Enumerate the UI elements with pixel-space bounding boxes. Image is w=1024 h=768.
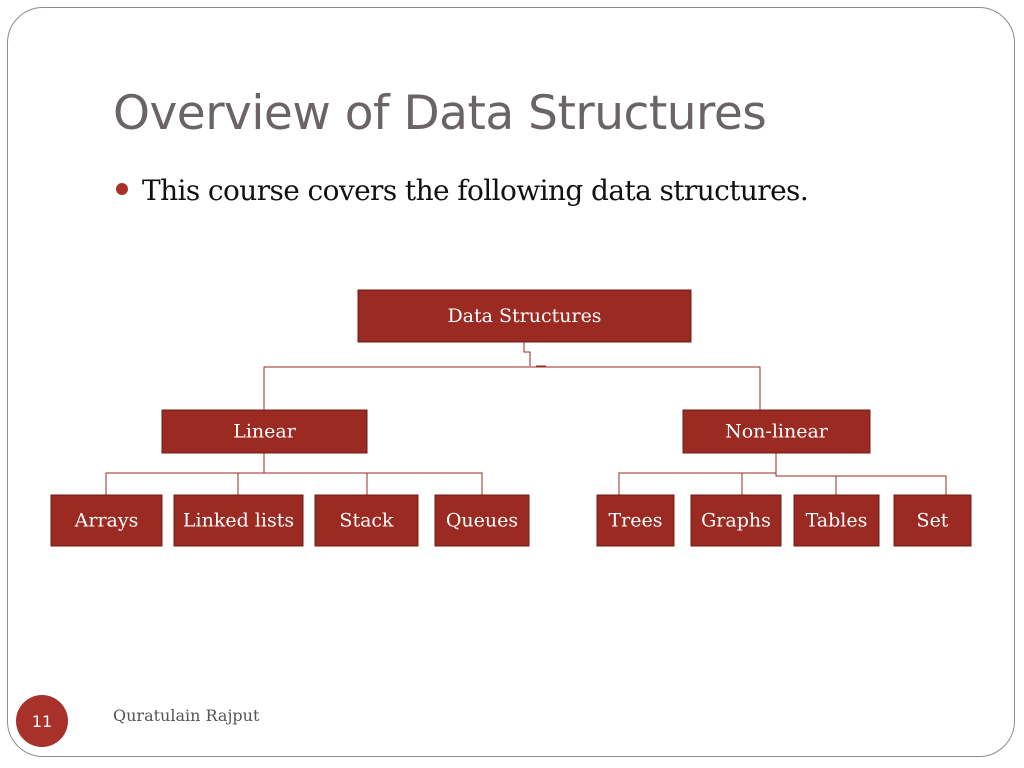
node-arrays: Arrays bbox=[50, 494, 163, 547]
node-label: Queues bbox=[446, 510, 518, 532]
node-trees: Trees bbox=[596, 494, 675, 547]
node-label: Graphs bbox=[701, 510, 771, 532]
node-label: Set bbox=[917, 510, 949, 532]
node-graphs: Graphs bbox=[690, 494, 782, 547]
connector-nonlinear-children bbox=[618, 453, 947, 495]
connector-root-branches bbox=[263, 342, 761, 410]
node-label: Linked lists bbox=[183, 510, 294, 532]
connector-linear-children bbox=[105, 453, 483, 495]
node-non-linear: Non-linear bbox=[682, 409, 871, 454]
page-number-badge: 11 bbox=[16, 695, 68, 747]
node-stack: Stack bbox=[314, 494, 419, 547]
bullet-item: This course covers the following data st… bbox=[116, 170, 809, 210]
bullet-text: This course covers the following data st… bbox=[142, 173, 809, 207]
node-data-structures: Data Structures bbox=[357, 289, 692, 343]
bullet-dot-icon bbox=[116, 183, 128, 195]
node-tables: Tables bbox=[793, 494, 880, 547]
node-linear: Linear bbox=[161, 409, 368, 454]
node-label: Non-linear bbox=[725, 421, 829, 443]
node-label: Tables bbox=[806, 510, 868, 532]
slide-title: Overview of Data Structures bbox=[113, 86, 767, 141]
node-label: Stack bbox=[339, 510, 394, 532]
node-set: Set bbox=[893, 494, 972, 547]
footer-author: Quratulain Rajput bbox=[113, 706, 260, 725]
slide-frame bbox=[7, 7, 1015, 757]
node-label: Linear bbox=[233, 421, 297, 443]
node-queues: Queues bbox=[434, 494, 530, 547]
node-label: Trees bbox=[609, 510, 663, 532]
node-label: Data Structures bbox=[447, 305, 601, 327]
node-linked-lists: Linked lists bbox=[173, 494, 304, 547]
node-label: Arrays bbox=[74, 510, 139, 532]
